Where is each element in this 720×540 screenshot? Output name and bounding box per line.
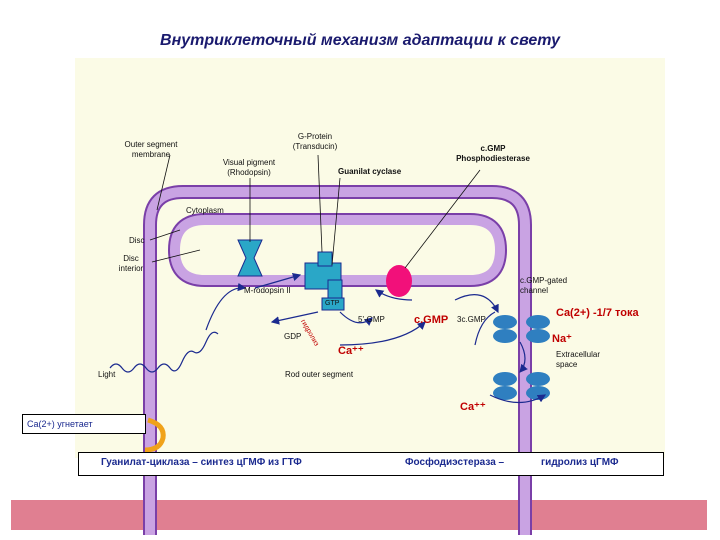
- gdp-label: GDP: [284, 332, 302, 341]
- g-protein-label: G-Protein (Transducin): [292, 132, 338, 151]
- disc-interior-label: Disc interior: [118, 254, 144, 273]
- bottom-decor-bar: [11, 500, 707, 530]
- m-rodopsin-label: M-rodopsin II: [244, 286, 291, 295]
- ca-outside-label: Ca⁺⁺: [460, 401, 486, 413]
- five-gmp-label: 5'-GMP: [358, 315, 385, 324]
- ca-cytoplasm-label: Ca⁺⁺: [338, 345, 364, 357]
- gtp-label: GTP: [325, 300, 340, 307]
- hydrolysis-summary: гидролиз цГМФ: [541, 457, 619, 468]
- cgmp-gated-channel: [493, 315, 550, 400]
- disc-label: Disc: [129, 236, 145, 245]
- inhibition-arrow: [144, 417, 166, 453]
- visual-pigment-label: Visual pigment (Rhodopsin): [222, 158, 276, 177]
- cytoplasm-label: Cytoplasm: [186, 206, 224, 215]
- light-wave: [109, 331, 219, 373]
- light-label: Light: [98, 370, 116, 379]
- gtp-block: [321, 297, 345, 311]
- phosphodiesterase-dot: [386, 265, 412, 297]
- three-cgmp-label: 3c.GMP: [457, 315, 486, 324]
- guanylate-cyclase-summary: Гуанилат-циклаза – синтез цГМФ из ГТФ: [101, 457, 302, 468]
- ca-inhibits-note: Ca(2+) угнетает: [22, 414, 146, 434]
- na-plus-label: Na⁺: [552, 333, 572, 345]
- rhodopsin-protein: [237, 239, 263, 277]
- cgmp-gated-channel-label: c.GMP-gated channel: [520, 276, 568, 295]
- slide-title: Внутриклеточный механизм адаптации к све…: [160, 32, 560, 49]
- outer-segment-membrane-label: Outer segment membrane: [124, 140, 178, 159]
- bottom-summary-box: Гуанилат-циклаза – синтез цГМФ из ГТФ Фо…: [78, 452, 664, 476]
- phosphodiesterase-summary: Фосфодиэстераза –: [405, 457, 505, 468]
- cgmp-center-label: c.GMP: [414, 314, 449, 326]
- guanilat-cyclase-label: Guanilat cyclase: [338, 167, 402, 176]
- cgmp-phosphodiesterase-label: c.GMP Phosphodiesterase: [456, 144, 530, 163]
- rod-outer-segment-label: Rod outer segment: [285, 370, 354, 379]
- extracellular-space-label: Extracellular space: [556, 350, 601, 369]
- ca-current-label: Ca(2+) -1/7 тока: [556, 307, 639, 319]
